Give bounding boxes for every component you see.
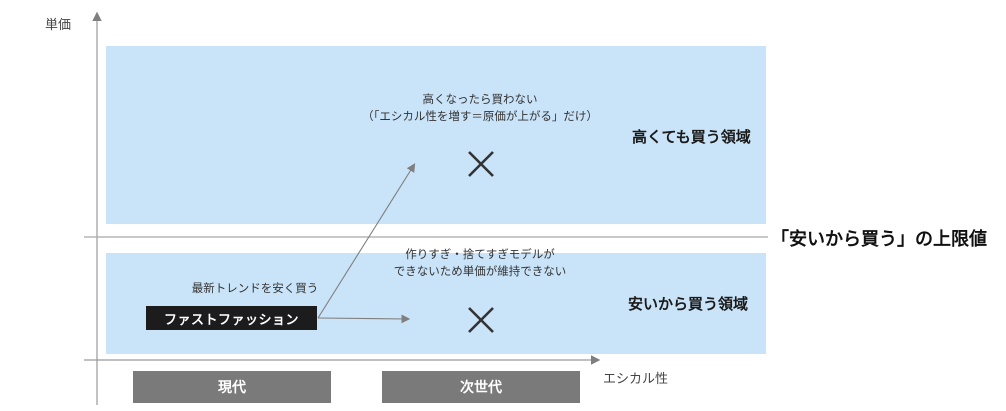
arrow-to-lower-outcome — [317, 314, 411, 324]
y-axis-label: 単価 — [45, 18, 72, 33]
lower-zone-title: 安いから買う領域 — [628, 295, 749, 313]
current-model-note: 最新トレンドを安く買う — [191, 281, 319, 295]
arrow-to-upper-outcome — [317, 163, 416, 319]
upper-outcome-note: 高くなったら買わない （「エシカル性を増す＝原価が上がる」だけ） — [330, 91, 630, 125]
era-current-label: 現代 — [133, 371, 331, 403]
upper-outcome-line2: （「エシカル性を増す＝原価が上がる」だけ） — [362, 109, 598, 123]
lower-outcome-line1: 作りすぎ・捨てすぎモデルが — [405, 247, 555, 261]
upper-zone — [106, 46, 766, 224]
x-axis-label: エシカル性 — [603, 372, 669, 387]
fast-fashion-box: ファストファッション — [146, 306, 317, 330]
era-next-label: 次世代 — [382, 371, 580, 403]
upper-outcome-line1: 高くなったら買わない — [422, 92, 538, 106]
lower-outcome-note: 作りすぎ・捨てすぎモデルが できないため単価が維持できない — [330, 246, 630, 280]
limit-line-label: 「安いから買う」の上限値 — [771, 229, 987, 250]
lower-zone — [106, 253, 766, 354]
upper-zone-title: 高くても買う領域 — [632, 128, 751, 146]
lower-outcome-line2: できないため単価が維持できない — [393, 264, 567, 278]
cross-icon — [468, 307, 494, 333]
cross-icon — [468, 151, 494, 177]
